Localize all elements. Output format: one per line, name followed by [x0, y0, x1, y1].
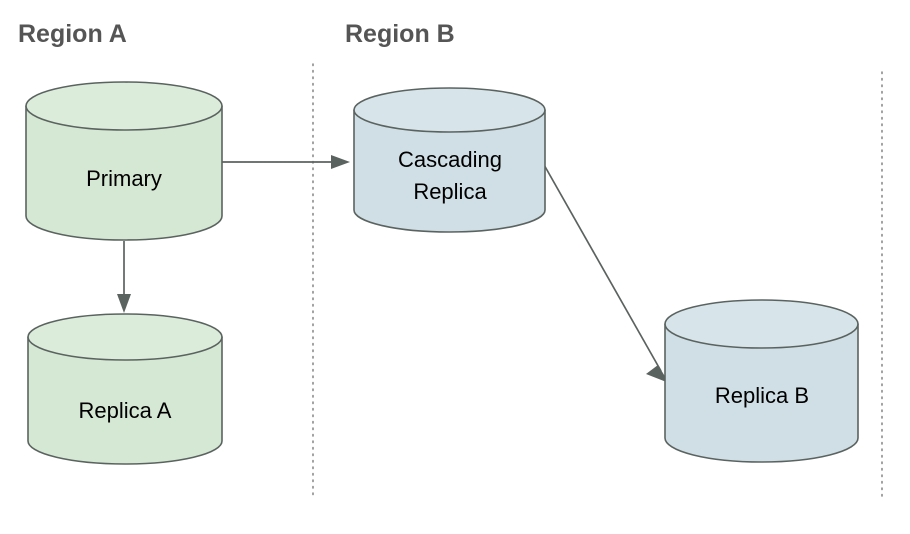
region-label-b: Region B	[345, 20, 455, 48]
node-label-cascading-replica-line1: Cascading	[398, 147, 502, 172]
edge-primary-to-replica-a[interactable]	[117, 241, 131, 313]
edge-line	[542, 162, 662, 372]
edge-cascading-replica-to-replica-b[interactable]	[542, 162, 669, 383]
cylinder-top	[353, 87, 546, 133]
node-cascading-replica[interactable]: Cascading Replica	[353, 87, 546, 233]
cylinder-body	[27, 336, 223, 465]
node-primary[interactable]: Primary	[25, 81, 223, 241]
edges	[117, 155, 669, 383]
node-label-cascading-replica-line2: Replica	[413, 179, 487, 204]
cylinder-body	[353, 109, 546, 233]
cylinder-top	[27, 313, 223, 361]
node-label-primary: Primary	[86, 166, 162, 191]
region-dividers	[312, 63, 883, 497]
node-replica-a[interactable]: Replica A	[27, 313, 223, 465]
cylinder-body	[664, 323, 859, 463]
arrowhead-icon	[646, 365, 669, 383]
arrowhead-icon	[331, 155, 350, 169]
node-label-replica-b: Replica B	[715, 383, 809, 408]
arrowhead-icon	[117, 294, 131, 313]
cylinder-top	[664, 299, 859, 349]
edge-primary-to-cascading-replica[interactable]	[217, 155, 350, 169]
node-replica-b[interactable]: Replica B	[664, 299, 859, 463]
region-label-a: Region A	[18, 20, 127, 48]
nodes: Primary Replica A Cascading Replica Repl…	[25, 81, 859, 465]
node-label-replica-a: Replica A	[79, 398, 172, 423]
region-labels: Region A Region B	[18, 20, 455, 48]
cylinder-body	[25, 105, 223, 241]
cylinder-top	[25, 81, 223, 131]
